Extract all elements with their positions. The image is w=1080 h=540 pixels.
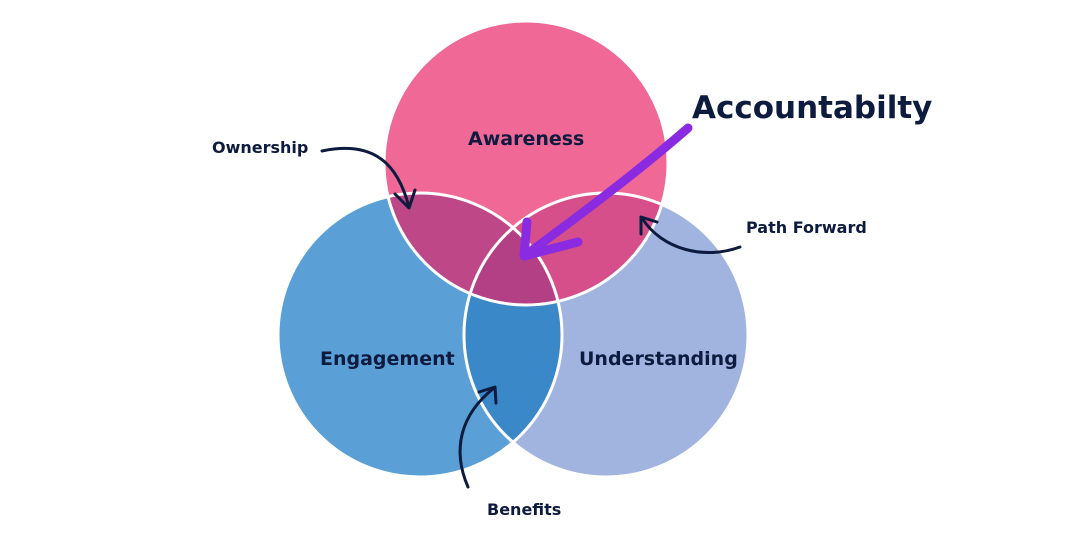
ownership-label: Ownership [212, 138, 309, 157]
benefits-label: Benefits [487, 500, 562, 519]
accountability-label: Accountabilty [692, 90, 933, 126]
benefits-arrow [458, 385, 498, 489]
awareness-label: Awareness [468, 128, 585, 150]
accountability-arrow [519, 123, 693, 261]
path-forward-arrow [639, 215, 742, 255]
center-overlap [464, 193, 562, 305]
ownership-arrow [320, 146, 417, 210]
understanding-label: Understanding [579, 348, 738, 370]
path-forward-label: Path Forward [746, 218, 867, 237]
engagement-label: Engagement [320, 348, 455, 370]
